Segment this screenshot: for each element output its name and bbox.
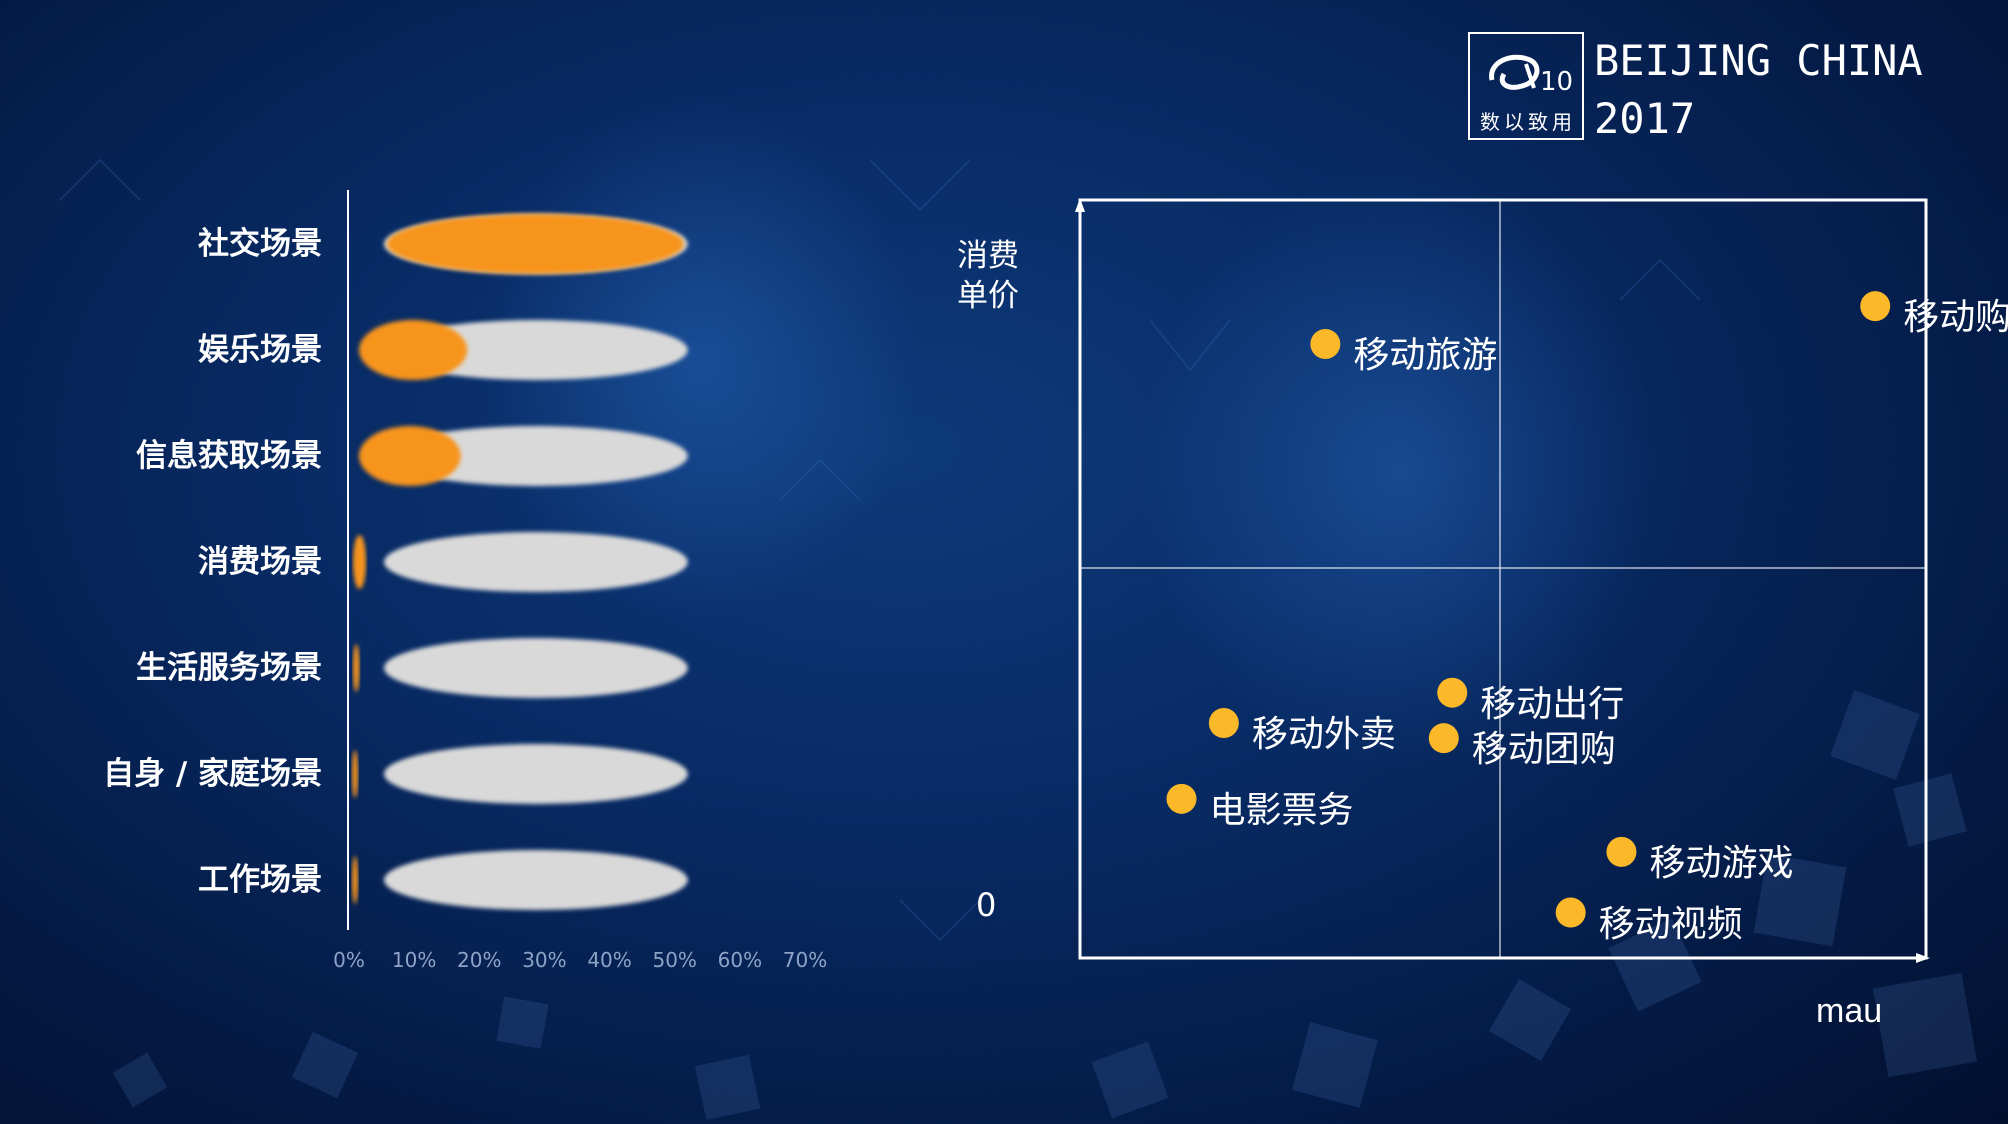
event-title: BEIJING CHINA 2017 xyxy=(1594,32,1923,148)
scatter-point xyxy=(1428,723,1459,754)
scatter-point xyxy=(1310,329,1341,360)
brand-logo: 10 数以致用 xyxy=(1468,32,1584,140)
bar-value xyxy=(387,214,684,274)
bar-category-label: 自身 / 家庭场景 xyxy=(103,756,322,792)
scatter-point-label: 移动游戏 xyxy=(1649,842,1794,884)
bar-value xyxy=(353,535,367,589)
scatter-point xyxy=(1555,897,1586,928)
bar-x-tick-label: 20% xyxy=(457,948,502,972)
event-line-2: 2017 xyxy=(1594,94,1696,143)
y-label-line-1: 消费 xyxy=(957,238,1019,274)
bar-track xyxy=(383,638,688,698)
y-label-line-2: 单价 xyxy=(957,278,1019,314)
scatter-point-label: 移动旅游 xyxy=(1353,335,1498,377)
bar-value xyxy=(352,856,358,904)
bar-value xyxy=(353,644,360,692)
bar-x-tick-label: 30% xyxy=(522,948,567,972)
scatter-point-label: 移动出行 xyxy=(1480,683,1625,725)
bar-value xyxy=(352,750,358,798)
bar-category-label: 工作场景 xyxy=(198,862,322,898)
bar-category-label: 信息获取场景 xyxy=(136,438,322,474)
scatter-point-label: 移动视频 xyxy=(1598,903,1743,945)
bar-track xyxy=(383,850,688,910)
scatter-point xyxy=(1437,677,1468,708)
bar-x-tick-label: 10% xyxy=(391,948,437,972)
scatter-x-axis-label: mau xyxy=(1816,992,1883,1030)
bar-track xyxy=(383,426,688,486)
scatter-point xyxy=(1208,708,1239,739)
x-axis-arrow-icon xyxy=(1916,953,1930,963)
bar-value xyxy=(359,426,461,486)
scatter-point-label: 移动购物 xyxy=(1903,297,2008,339)
bar-value xyxy=(359,320,468,380)
scatter-point-label: 电影票务 xyxy=(1209,789,1354,831)
scatter-point-label: 移动外卖 xyxy=(1251,714,1396,756)
scatter-point-label: 移动团购 xyxy=(1471,729,1616,771)
bar-category-label: 生活服务场景 xyxy=(136,650,322,686)
bar-category-label: 消费场景 xyxy=(198,544,322,580)
y-axis-arrow-icon xyxy=(1075,198,1085,212)
bar-x-tick-label: 50% xyxy=(652,948,697,972)
bar-x-tick-label: 0% xyxy=(333,948,365,972)
a10-logo-icon: 10 xyxy=(1489,54,1573,97)
svg-text:10: 10 xyxy=(1540,67,1573,97)
bar-category-label: 社交场景 xyxy=(198,226,322,262)
scatter-frame xyxy=(1078,198,1928,960)
scatter-y-axis-label: 消费 单价 xyxy=(948,236,1028,316)
event-line-1: BEIJING CHINA xyxy=(1594,36,1923,85)
scatter-point xyxy=(1606,836,1637,867)
scatter-point xyxy=(1166,783,1197,814)
bar-track xyxy=(383,532,688,592)
bar-x-tick-label: 70% xyxy=(782,948,828,972)
bar-category-label: 娱乐场景 xyxy=(198,332,322,368)
bar-x-tick-label: 60% xyxy=(717,948,763,972)
bar-x-tick-label: 40% xyxy=(587,948,632,972)
bar-track xyxy=(383,744,688,804)
scatter-point xyxy=(1860,291,1891,322)
scatter-origin-label: 0 xyxy=(976,886,997,924)
logo-subtitle: 数以致用 xyxy=(1480,110,1576,134)
